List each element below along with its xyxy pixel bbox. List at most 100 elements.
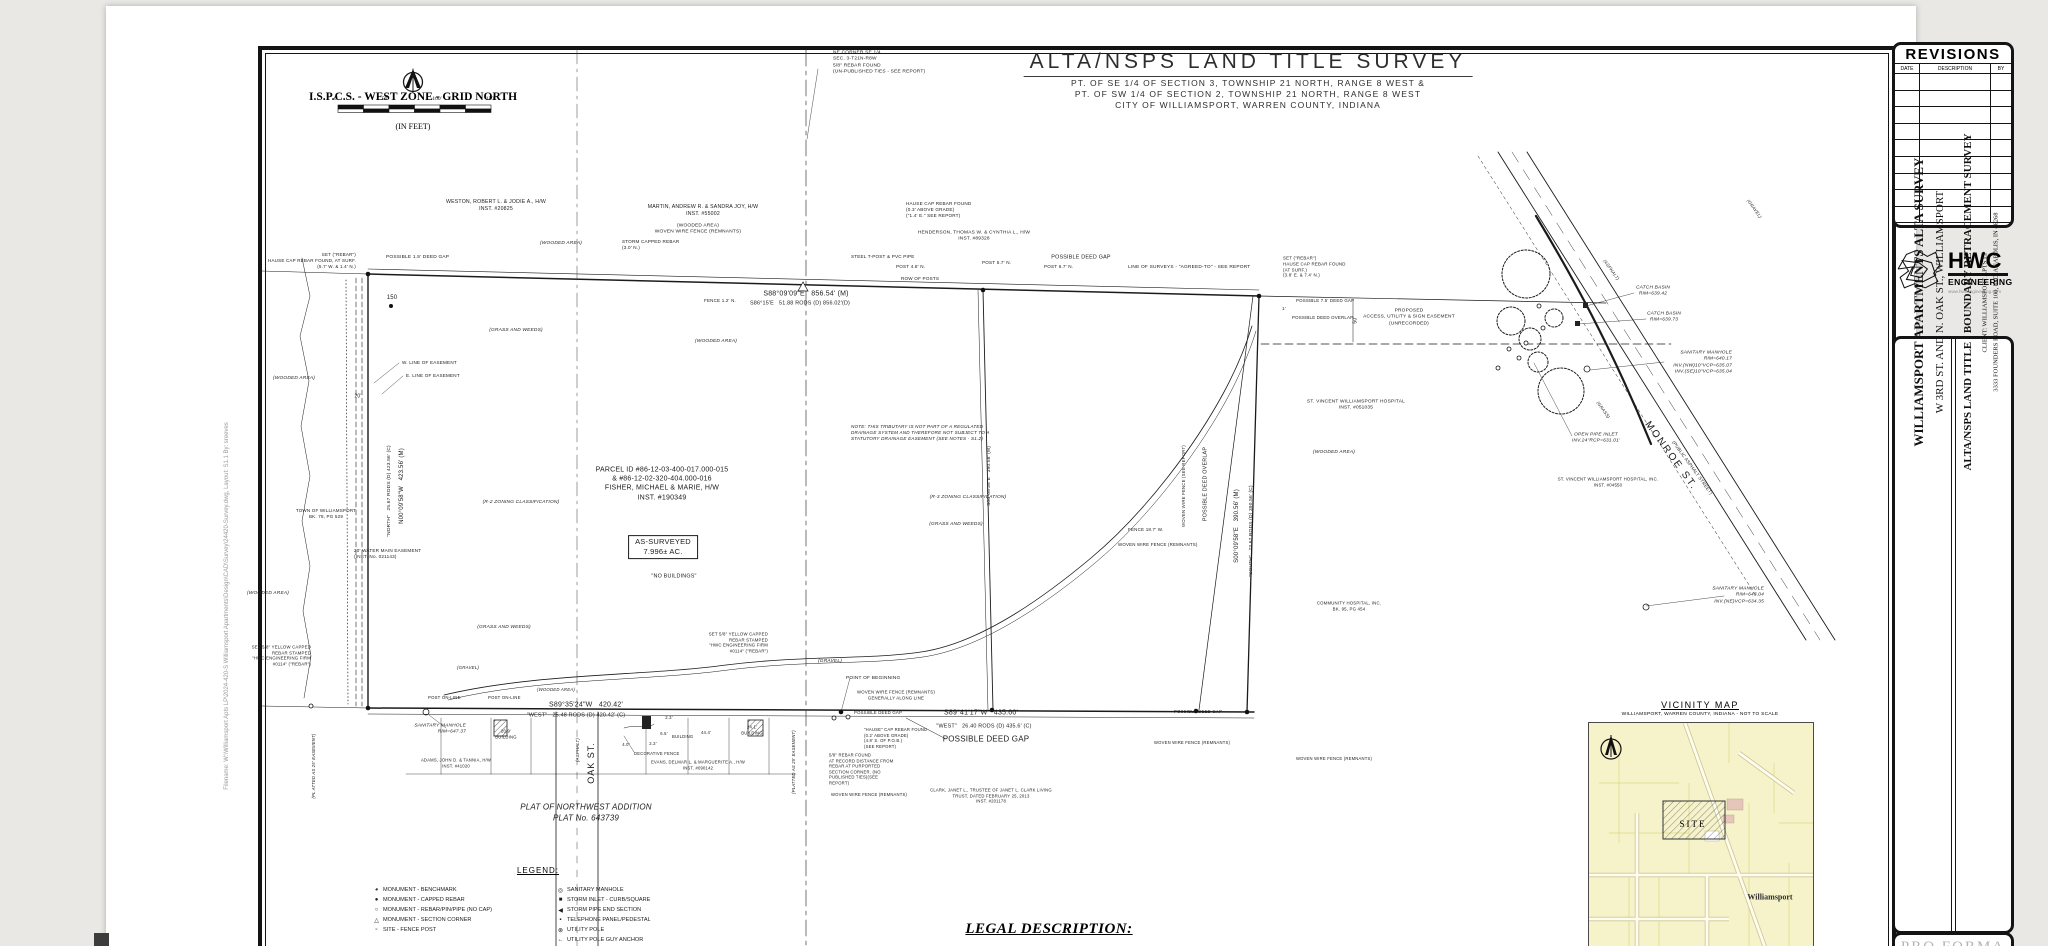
bearing-label: S89°41'17"W 435.60'	[943, 709, 1019, 717]
survey-sheet-page: ALTA/NSPS LAND TITLE SURVEY PT. OF SE 1/…	[106, 6, 2014, 946]
revisions-empty-row	[1895, 123, 2011, 141]
drawing-frame-inner	[265, 53, 1889, 946]
vicinity-map-roads	[1589, 723, 1813, 946]
scale-tick: 150'	[485, 96, 495, 102]
legend-symbol-icon: ◎	[557, 887, 564, 894]
fence-note: WOVEN WIRE FENCE (REMNANTS)	[831, 792, 908, 798]
rebar-note: SET 5/8" YELLOW CAPPED REBAR STAMPED "HW…	[251, 644, 311, 667]
legend-label: SITE - FENCE POST	[383, 927, 437, 933]
legend-label: STORM PIPE END SECTION	[567, 907, 642, 913]
easement-note: 20' WATER MAIN EASEMENT (INST. No. 02114…	[354, 547, 422, 559]
legend-item: ◎SANITARY MANHOLE	[554, 885, 651, 895]
bearing-label: S89°35'24"W 420.42'	[548, 701, 624, 709]
bearing-label: S88°09'09"E 856.54' (M)	[763, 290, 849, 298]
owner-town: TOWN OF WILLIAMSPORT BK. 78, PG 529	[295, 508, 357, 519]
revisions-cell	[1895, 140, 1920, 156]
bearing-label: "WEST" 26.40 RODS (D) 435.6' (C)	[936, 723, 1032, 730]
revisions-cell	[1920, 74, 1991, 90]
acreage-box: AS-SURVEYED 7.996± AC.	[628, 535, 698, 559]
building-dim: 2.3'	[665, 715, 673, 721]
client-address: 3333 FOUNDERS ROAD, SUITE 100, INDIANAPO…	[1992, 212, 2000, 392]
rebar-note: SET 5/8" YELLOW CAPPED REBAR STAMPED "HW…	[708, 631, 768, 654]
revisions-cell	[1991, 124, 2011, 140]
easement-note: E. LINE OF EASEMENT	[406, 372, 460, 378]
deed-gap-note: POSSIBLE DEED GAP	[942, 734, 1030, 744]
vicinity-map-title: VICINITY MAP	[1661, 700, 1739, 710]
legend-symbol-icon: ■	[558, 897, 563, 903]
bearing-label: "SOUTH" 23.67 RODS (D) 390.56' (C)	[1248, 485, 1254, 577]
scale-tick: 50'	[381, 96, 389, 102]
fence-note: WOVEN WIRE FENCE (REMNANTS)	[1154, 740, 1231, 746]
building-dim: 6.5'	[660, 731, 668, 737]
fence-note: FENCE 18.7' W.	[1128, 527, 1164, 533]
rebar-note: SET ("REBAR") HAUSE CAP REBAR FOUND, AT …	[268, 252, 356, 269]
deed-overlap-note: POSSIBLE DEED OVERLAP	[1202, 446, 1209, 522]
project-location: W 3RD ST. AND N. OAK ST., WILLIAMSPORT	[1934, 190, 1946, 414]
revisions-cell	[1920, 173, 1991, 190]
fence-note: WOVEN WIRE FENCE (REMNANTS)	[1295, 756, 1373, 762]
post-note: POST 5.7' N.	[982, 259, 1012, 265]
post-note: STEEL T-POST & PVC PIPE	[851, 253, 915, 259]
post-note: ROW OF POSTS	[901, 275, 940, 281]
revisions-cell	[1920, 123, 1991, 140]
legend-column-left: ◕MONUMENT - BENCHMARK●MONUMENT - CAPPED …	[370, 885, 492, 935]
manhole-label: SANITARY MANHOLE RIM=647.37	[414, 723, 466, 735]
easement-note: PROPOSED ACCESS, UTILITY & SIGN EASEMENT…	[1363, 308, 1455, 327]
area-label: (GRASS AND WEEDS)	[929, 521, 983, 527]
rebar-note: STORM CAPPED REBAR (3.0' N.)	[622, 238, 680, 250]
plat-label: PLAT OF NORTHWEST ADDITION PLAT No. 6437…	[520, 802, 652, 822]
area-label: (GRASS)	[1595, 400, 1612, 420]
survey-linework	[261, 49, 1836, 946]
owner-community: COMMUNITY HOSPITAL, INC. BK. 95, PG 454	[1316, 600, 1382, 611]
building-dim: 44.4'	[701, 730, 711, 736]
owner-adams: ADAMS, JOHN D. & TANNIA, H/W INST. #4102…	[420, 757, 492, 768]
revisions-cell	[1920, 206, 1991, 223]
project-title: WILLIAMSPORT APARTMENTS ALTA SURVEY	[1911, 157, 1926, 447]
manhole-label: SANITARY MANHOLE RIM=643.04 INV.(NE)VCP=…	[1712, 586, 1764, 605]
annotation-layer: NE CORNER SE 1/4 SEC. 3-T21N-R8W 5/8" RE…	[106, 6, 1916, 946]
legend-label: MONUMENT - REBAR/PIN/PIPE (NO CAP)	[383, 907, 492, 913]
title-block-divider	[1951, 339, 1956, 931]
legend-item: ○MONUMENT - REBAR/PIN/PIPE (NO CAP)	[370, 905, 492, 915]
deed-gap-note: POSSIBLE 1.5' DEED GAP	[386, 254, 450, 260]
owner-weston: WESTON, ROBERT L. & JODIE A., H/W INST. …	[446, 199, 546, 212]
dim-label: 50'	[1352, 316, 1359, 324]
firm-subname: ENGINEERING	[1948, 277, 2013, 287]
easement-note: (PLATTED AS 25' EASEMENT)	[791, 730, 797, 794]
deed-gap-note: POSSIBLE 7.5' DEED GAP	[1296, 298, 1355, 304]
area-label: (ASPHALT)	[1602, 258, 1621, 282]
deed-overlap-note: POSSIBLE DEED OVERLAP	[1292, 315, 1354, 321]
revisions-empty-row	[1895, 74, 2011, 91]
post-note: POST ON-LINE	[488, 695, 521, 701]
deed-gap-note: POSSIBLE DEED GAP	[1051, 254, 1111, 261]
rebar-note: "HAUSE" CAP REBAR FOUND (0.2' ABOVE GRAD…	[864, 726, 928, 749]
area-label: (GRAVEL)	[1745, 198, 1763, 220]
grid-north-label: I.S.P.C.S. - WEST ZONE - GRID NORTH	[308, 91, 518, 103]
post-note: POST 4.8' N.	[896, 263, 926, 269]
bottom-left-artifact	[94, 933, 109, 946]
scale-tick: 100'	[432, 96, 442, 102]
revisions-cell	[1920, 90, 1991, 107]
revisions-cell	[1895, 107, 1920, 123]
zoning-label: (R-3 ZONING CLASSIFICATION)	[929, 494, 1007, 500]
legend-item: △MONUMENT - SECTION CORNER	[370, 915, 492, 925]
manhole-label: SANITARY MANHOLE RIM=640.17 INV.(NW)10"V…	[1673, 350, 1732, 375]
legend-symbol-icon: ◕	[374, 887, 379, 893]
survey-type: ALTA/NSPS LAND TITLE / BOUNDARY RETRACEM…	[1962, 133, 1974, 471]
revisions-title: REVISIONS	[1895, 45, 2011, 64]
revisions-cell	[1895, 156, 1920, 173]
post-note: POST ON-LINE	[428, 695, 461, 701]
revisions-header-row: DATE DESCRIPTION BY	[1895, 64, 2011, 74]
legend-label: MONUMENT - BENCHMARK	[383, 887, 457, 893]
title-block	[1892, 336, 2014, 934]
building-dim: 4.0'	[622, 742, 630, 748]
revisions-cell	[1895, 206, 1920, 223]
legend-symbol-icon: ●	[374, 897, 379, 903]
sheet-subtitle-1: PT. OF SE 1/4 OF SECTION 3, TOWNSHIP 21 …	[1071, 78, 1425, 88]
bearing-label: N00°09'58"W 423.56' (M)	[399, 448, 406, 524]
pro-forma-block: PRO FORMA	[1892, 932, 2014, 946]
dim-label: 150	[386, 295, 398, 302]
revisions-cell	[1920, 190, 1991, 206]
owner-martin: MARTIN, ANDREW R. & SANDRA JOY, H/W INST…	[647, 204, 759, 217]
